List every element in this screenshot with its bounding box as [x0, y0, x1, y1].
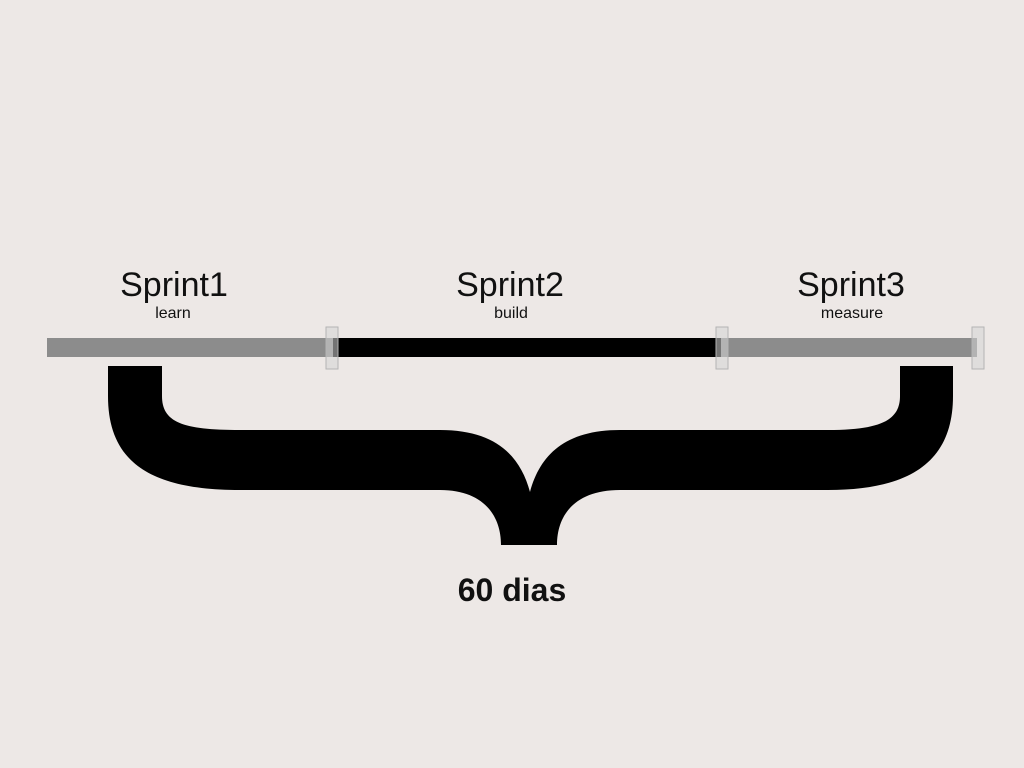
sprint3-subtitle: measure: [820, 305, 884, 322]
duration-label: 60 dias: [457, 572, 567, 608]
sprint1-subtitle: learn: [155, 305, 191, 322]
sprint2-segment: [333, 338, 721, 357]
boundary-marker-2: [715, 326, 729, 370]
sprint2-title: Sprint2: [456, 266, 564, 304]
sprint1-segment: [47, 338, 333, 357]
boundary-marker-3: [971, 326, 985, 370]
sprint2-subtitle: build: [494, 305, 528, 322]
boundary-marker-1: [325, 326, 339, 370]
sprint3-segment: [721, 338, 977, 357]
curly-brace: [108, 366, 953, 545]
sprint3-title: Sprint3: [797, 266, 905, 304]
sprint1-title: Sprint1: [120, 266, 228, 304]
